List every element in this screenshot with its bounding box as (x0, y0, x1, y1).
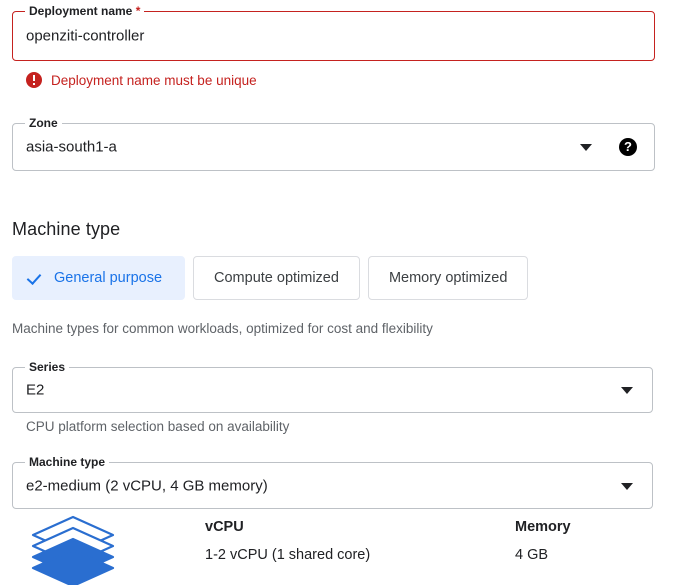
spec-memory-value: 4 GB (515, 547, 549, 563)
machine-type-select-label: Machine type (25, 455, 110, 469)
deployment-name-error: Deployment name must be unique (26, 72, 257, 88)
spec-vcpu-value: 1-2 vCPU (1 shared core) (205, 547, 371, 563)
spec-column-vcpu: vCPU 1-2 vCPU (1 shared core) (205, 519, 370, 563)
machine-type-select-field[interactable]: Machine type e2-medium (2 vCPU, 4 GB mem… (12, 455, 653, 509)
error-circle-icon (26, 72, 42, 88)
deployment-name-error-text: Deployment name must be unique (51, 72, 257, 88)
series-label: Series (25, 360, 70, 374)
check-icon (27, 270, 43, 286)
zone-select-field[interactable]: Zone asia-south1-a ? (12, 116, 655, 171)
machine-type-selected-value: e2-medium (2 vCPU, 4 GB memory) (26, 477, 268, 494)
chevron-down-icon[interactable] (621, 482, 633, 490)
tab-general-purpose-label: General purpose (54, 270, 163, 286)
tab-general-purpose[interactable]: General purpose (12, 256, 186, 300)
series-selected-value: E2 (26, 381, 45, 399)
deployment-name-input-value[interactable]: openziti-controller (26, 27, 145, 45)
chevron-down-icon[interactable] (580, 144, 592, 151)
chevron-down-icon[interactable] (621, 387, 633, 394)
deployment-name-field[interactable]: Deployment name * openziti-controller (12, 4, 655, 61)
stacked-layers-icon (31, 515, 115, 585)
deployment-name-label: Deployment name * (25, 4, 145, 18)
zone-selected-value: asia-south1-a (26, 138, 117, 156)
machine-family-helper-text: Machine types for common workloads, opti… (12, 321, 433, 336)
required-asterisk: * (135, 4, 141, 18)
deployment-name-label-text: Deployment name (29, 4, 133, 18)
zone-label: Zone (25, 116, 62, 130)
series-helper-text: CPU platform selection based on availabi… (26, 419, 290, 434)
machine-type-heading: Machine type (12, 219, 121, 239)
help-circle-icon[interactable]: ? (619, 138, 637, 156)
spec-vcpu-header: vCPU (205, 519, 244, 535)
tab-compute-optimized-label: Compute optimized (214, 270, 339, 286)
tab-compute-optimized[interactable]: Compute optimized (193, 256, 360, 300)
tab-memory-optimized-label: Memory optimized (388, 270, 508, 286)
spec-memory-header: Memory (515, 519, 571, 535)
spec-column-memory: Memory 4 GB (515, 519, 571, 563)
machine-family-tabs: General purpose Compute optimized Memory… (12, 256, 529, 300)
series-select-field[interactable]: Series E2 (12, 360, 653, 413)
tab-memory-optimized[interactable]: Memory optimized (367, 256, 529, 300)
